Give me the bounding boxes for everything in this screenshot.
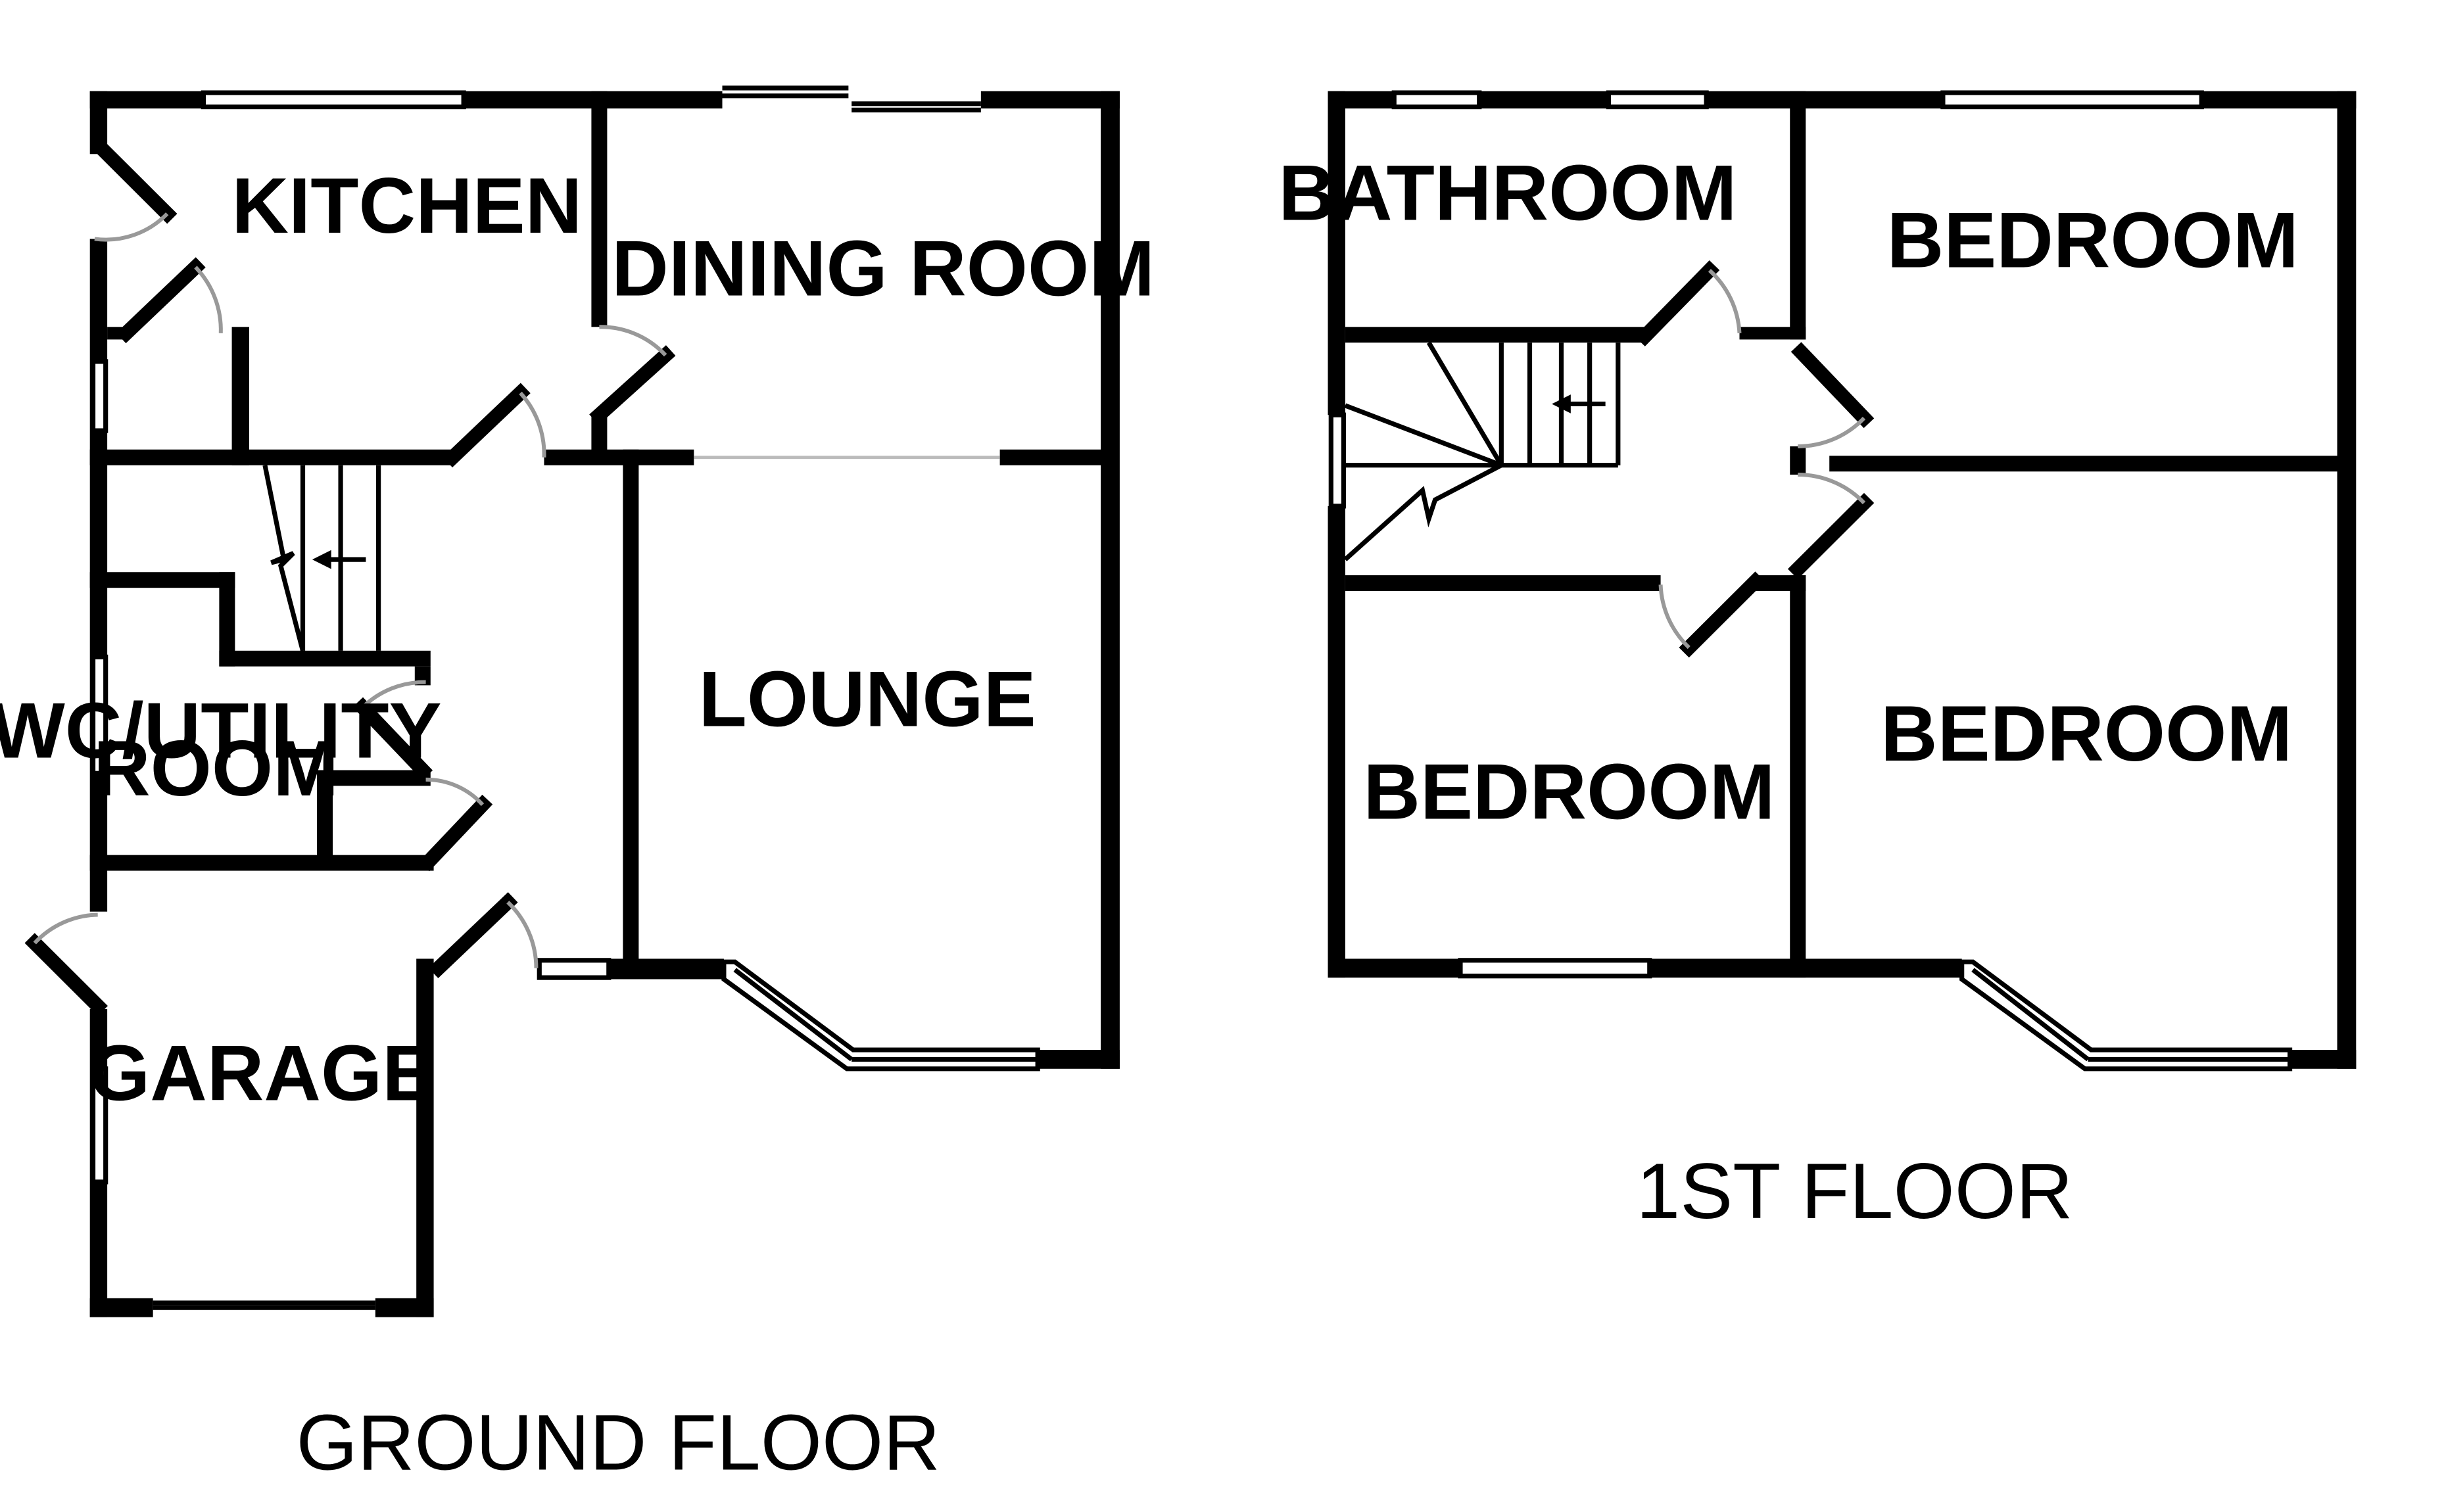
room-label-garage: GARAGE <box>89 1030 435 1118</box>
floor-label-ground: GROUND FLOOR <box>297 1400 940 1487</box>
first-floor-walls <box>1328 91 2357 1069</box>
room-label-bedroom-front-left: BEDROOM <box>1363 749 1775 836</box>
room-label-wc-utility-line1: WC/UTILITY <box>0 688 442 775</box>
room-label-dining-room: DINING ROOM <box>612 225 1155 313</box>
room-label-bedroom-rear: BEDROOM <box>1887 197 2299 285</box>
room-label-bathroom: BATHROOM <box>1278 150 1737 237</box>
ground-floor-plan: KITCHEN DINING ROOM LOUNGE WC/UTILITY RO… <box>0 85 1155 1487</box>
ground-floor-walls <box>89 91 1120 1317</box>
first-floor-doors <box>1635 260 1875 658</box>
ground-floor-doors <box>24 144 676 1016</box>
room-label-bedroom-front-right: BEDROOM <box>1881 690 2292 778</box>
floor-label-first: 1ST FLOOR <box>1637 1148 2073 1235</box>
room-label-kitchen: KITCHEN <box>231 162 582 250</box>
ground-floor-windows <box>90 85 1040 1310</box>
room-label-wc-utility-line2: ROOM <box>93 725 339 813</box>
first-floor-windows <box>1328 90 2293 1072</box>
room-label-lounge: LOUNGE <box>699 656 1036 744</box>
first-floor-stairs <box>1343 341 1621 561</box>
ground-floor-stairs <box>262 464 381 651</box>
first-floor-plan: BATHROOM BEDROOM BEDROOM BEDROOM 1ST FLO… <box>1278 90 2357 1235</box>
